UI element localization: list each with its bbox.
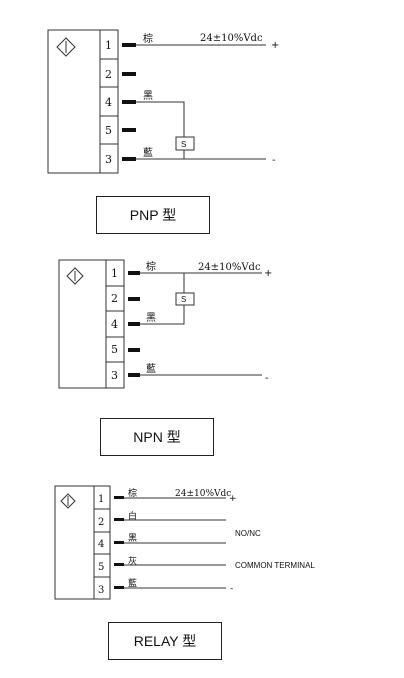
- pnp-negative-mark: -: [272, 155, 276, 166]
- npn-wire-color: 棕: [146, 260, 156, 273]
- relay-wire-color: 藍: [128, 577, 137, 589]
- npn-caption: NPN 型: [100, 418, 214, 456]
- pnp-wire-color: 黑: [143, 90, 153, 102]
- proximity-sensor-icon: [60, 493, 76, 509]
- npn-pin-number: 3: [111, 369, 118, 382]
- npn-negative-mark: -: [265, 373, 269, 384]
- relay-diagram: 1 2 4 5 3 棕 白 黑 灰 藍 24±10%Vdc + NO/NC CO…: [54, 485, 315, 600]
- npn-pin-number: 5: [111, 343, 118, 356]
- relay-terminal-stub: [114, 563, 124, 566]
- relay-pin-number: 2: [98, 517, 104, 528]
- relay-supply-voltage: 24±10%Vdc: [175, 489, 231, 499]
- relay-pin-number: 5: [98, 562, 104, 573]
- pnp-terminal-stub: [122, 72, 136, 76]
- npn-terminal-strip: [105, 259, 125, 389]
- proximity-sensor-icon: [66, 267, 84, 285]
- relay-caption-text: RELAY 型: [133, 633, 197, 649]
- relay-terminal-stub: [114, 541, 124, 544]
- relay-negative-mark: -: [230, 584, 233, 594]
- npn-pin-number: 2: [111, 292, 118, 305]
- relay-wire-color: 灰: [128, 555, 137, 567]
- npn-caption-text: NPN 型: [133, 429, 181, 445]
- relay-wire-color: 白: [128, 510, 137, 522]
- npn-supply-voltage: 24±10%Vdc: [198, 262, 261, 273]
- pnp-pin-number: 1: [105, 39, 112, 52]
- pnp-load-label: S: [181, 140, 186, 149]
- relay-pin-number: 3: [98, 585, 104, 596]
- npn-pin-number: 1: [111, 267, 118, 280]
- relay-terminal-stub: [114, 496, 124, 499]
- npn-positive-mark: +: [264, 268, 272, 279]
- npn-wire-color: 黑: [146, 312, 156, 324]
- npn-terminal-stub: [128, 348, 140, 352]
- pnp-wiring: [136, 44, 266, 160]
- npn-terminal-stub: [128, 297, 140, 301]
- pnp-terminal-stub: [122, 128, 136, 132]
- relay-terminal-stub: [114, 586, 124, 589]
- relay-wiring: [124, 497, 226, 589]
- npn-pin-number: 4: [111, 318, 118, 331]
- relay-common-label: COMMON TERMINAL: [235, 561, 315, 570]
- pnp-pin-number: 5: [105, 124, 112, 137]
- npn-load-label: S: [181, 295, 186, 304]
- pnp-terminal-stub: [122, 157, 136, 161]
- npn-terminal-stub: [128, 373, 140, 377]
- relay-sensor-body: [54, 485, 95, 600]
- npn-wiring: [140, 272, 262, 376]
- npn-terminal-stub: [128, 271, 140, 275]
- relay-no-nc-label: NO/NC: [235, 529, 261, 538]
- pnp-sensor-body: [47, 29, 101, 174]
- pnp-caption-text: PNP 型: [129, 207, 177, 223]
- relay-wire-color: 棕: [128, 487, 137, 499]
- pnp-pin-number: 4: [105, 96, 112, 109]
- pnp-pin-number: 3: [105, 153, 112, 166]
- npn-load-box: [175, 292, 195, 306]
- pnp-positive-mark: +: [271, 40, 279, 51]
- npn-diagram: 1 2 4 5 3 棕 黑 藍 24±10%Vdc S + -: [58, 259, 272, 389]
- relay-terminal-stub: [114, 518, 124, 521]
- relay-pin-number: 4: [98, 539, 104, 550]
- pnp-wire-color: 藍: [143, 146, 153, 159]
- proximity-sensor-icon: [56, 37, 76, 57]
- npn-terminal-stub: [128, 322, 140, 326]
- npn-wire-color: 藍: [146, 362, 156, 375]
- pnp-terminal-stub: [122, 100, 136, 104]
- relay-caption: RELAY 型: [108, 622, 222, 660]
- pnp-wire-color: 棕: [143, 32, 153, 45]
- pnp-pin-number: 2: [105, 68, 112, 81]
- pnp-terminal-stub: [122, 43, 136, 47]
- relay-positive-mark: +: [229, 494, 237, 504]
- relay-pin-number: 1: [98, 494, 104, 505]
- npn-sensor-body: [58, 259, 107, 389]
- pnp-terminal-strip: [99, 29, 119, 174]
- pnp-diagram: 1 2 4 5 3 棕 黑 藍 24±10%Vdc S + -: [47, 29, 279, 174]
- pnp-load-box: [175, 136, 195, 151]
- relay-wire-color: 黑: [128, 533, 137, 544]
- relay-terminal-strip: [93, 485, 111, 600]
- pnp-caption: PNP 型: [96, 196, 210, 234]
- pnp-supply-voltage: 24±10%Vdc: [200, 33, 263, 44]
